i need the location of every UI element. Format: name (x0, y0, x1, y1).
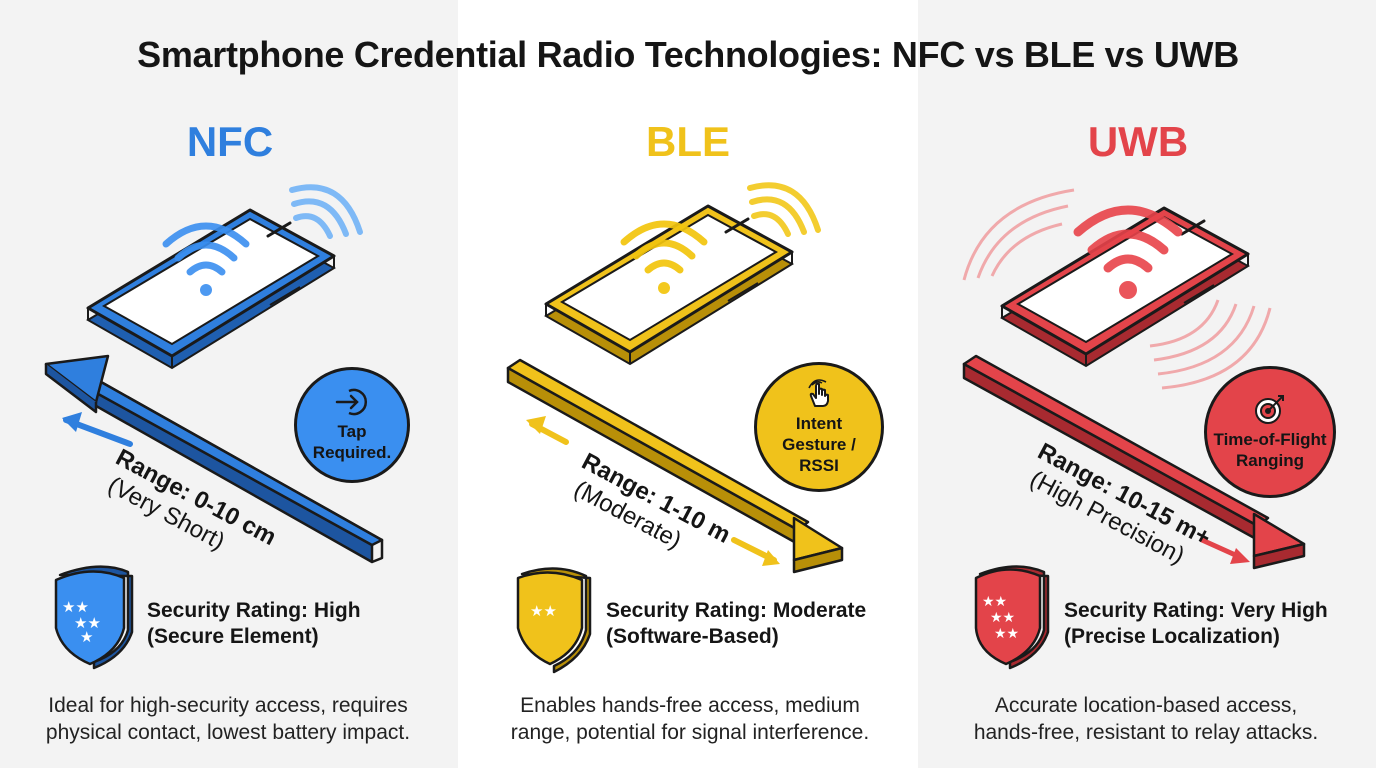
ble-security-detail: (Software-Based) (606, 625, 779, 648)
ble-badge-line2: Gesture / (782, 434, 856, 454)
uwb-signal-rings-icon (962, 188, 1272, 390)
nfc-signal-waves-icon (289, 184, 363, 239)
nfc-range-arrow (44, 354, 384, 564)
uwb-tof-badge: Time-of-Flight Ranging (1204, 366, 1336, 498)
ble-shield-icon: ★★ (516, 567, 592, 674)
nfc-description-line2: physical contact, lowest battery impact. (45, 721, 411, 744)
uwb-illustration: ★★ ★★ ★★ (962, 188, 1306, 670)
uwb-title: UWB (1087, 118, 1189, 165)
svg-text:★★: ★★ (982, 594, 1007, 610)
ble-intent-badge: Intent Gesture / RSSI (754, 362, 884, 492)
uwb-security-rating: Security Rating: Very High (1064, 599, 1328, 622)
uwb-signal-icon (1073, 205, 1183, 299)
nfc-phone-icon (86, 208, 336, 370)
ble-title: BLE (646, 118, 730, 165)
nfc-title: NFC (186, 118, 274, 165)
page-title: Smartphone Credential Radio Technologies… (137, 34, 1239, 75)
tap-arrow-icon (335, 388, 367, 416)
nfc-illustration: ★★ ★★ ★ (44, 184, 384, 670)
nfc-column: NFC (0, 0, 458, 768)
uwb-security: Security Rating: Very High (Precise Loca… (1064, 598, 1328, 650)
nfc-shield-icon: ★★ ★★ ★ (54, 565, 134, 670)
nfc-security: Security Rating: High (Secure Element) (147, 598, 361, 650)
uwb-shield-icon: ★★ ★★ ★★ (974, 565, 1050, 670)
ble-illustration: ★★ (506, 182, 844, 674)
ble-badge-line3: RSSI (799, 455, 839, 475)
ble-badge-line1: Intent (795, 413, 843, 433)
ble-security-rating: Security Rating: Moderate (606, 599, 867, 622)
svg-text:★★: ★★ (530, 602, 557, 620)
ble-range-arrow (506, 358, 844, 574)
nfc-security-detail: (Secure Element) (147, 625, 319, 648)
nfc-badge-label: Tap Required. (312, 422, 392, 462)
ble-security: Security Rating: Moderate (Software-Base… (606, 598, 866, 650)
nfc-signal-icon (162, 222, 250, 296)
ble-description-line1: Enables hands-free access, medium (520, 694, 860, 717)
ble-description-line2: range, potential for signal interference… (510, 721, 870, 744)
svg-text:★★: ★★ (74, 614, 101, 632)
uwb-description-line2: hands-free, resistant to relay attacks. (973, 721, 1319, 744)
uwb-description: Accurate location-based access, hands-fr… (926, 692, 1366, 746)
uwb-security-detail: (Precise Localization) (1064, 625, 1280, 648)
svg-text:★: ★ (80, 628, 93, 646)
uwb-badge-line2: Ranging (1236, 451, 1304, 470)
svg-text:★★: ★★ (62, 598, 89, 616)
ble-signal-waves-icon (747, 182, 821, 237)
nfc-security-rating: Security Rating: High (147, 599, 361, 622)
uwb-badge-line1: Time-of-Flight (1213, 430, 1327, 449)
uwb-column: UWB (918, 0, 1376, 768)
svg-text:★★: ★★ (994, 626, 1019, 642)
nfc-description: Ideal for high-security access, requires… (8, 692, 448, 746)
nfc-description-line1: Ideal for high-security access, requires (48, 694, 408, 717)
uwb-description-line1: Accurate location-based access, (994, 694, 1298, 717)
nfc-tap-badge: Tap Required. (294, 367, 410, 483)
ble-description: Enables hands-free access, medium range,… (470, 692, 910, 746)
hand-gesture-icon (808, 378, 829, 407)
uwb-range-arrow (962, 354, 1306, 570)
svg-text:★★: ★★ (990, 610, 1015, 626)
target-icon (1255, 395, 1284, 424)
ble-signal-icon (620, 220, 708, 294)
ble-column: BLE (458, 0, 916, 768)
